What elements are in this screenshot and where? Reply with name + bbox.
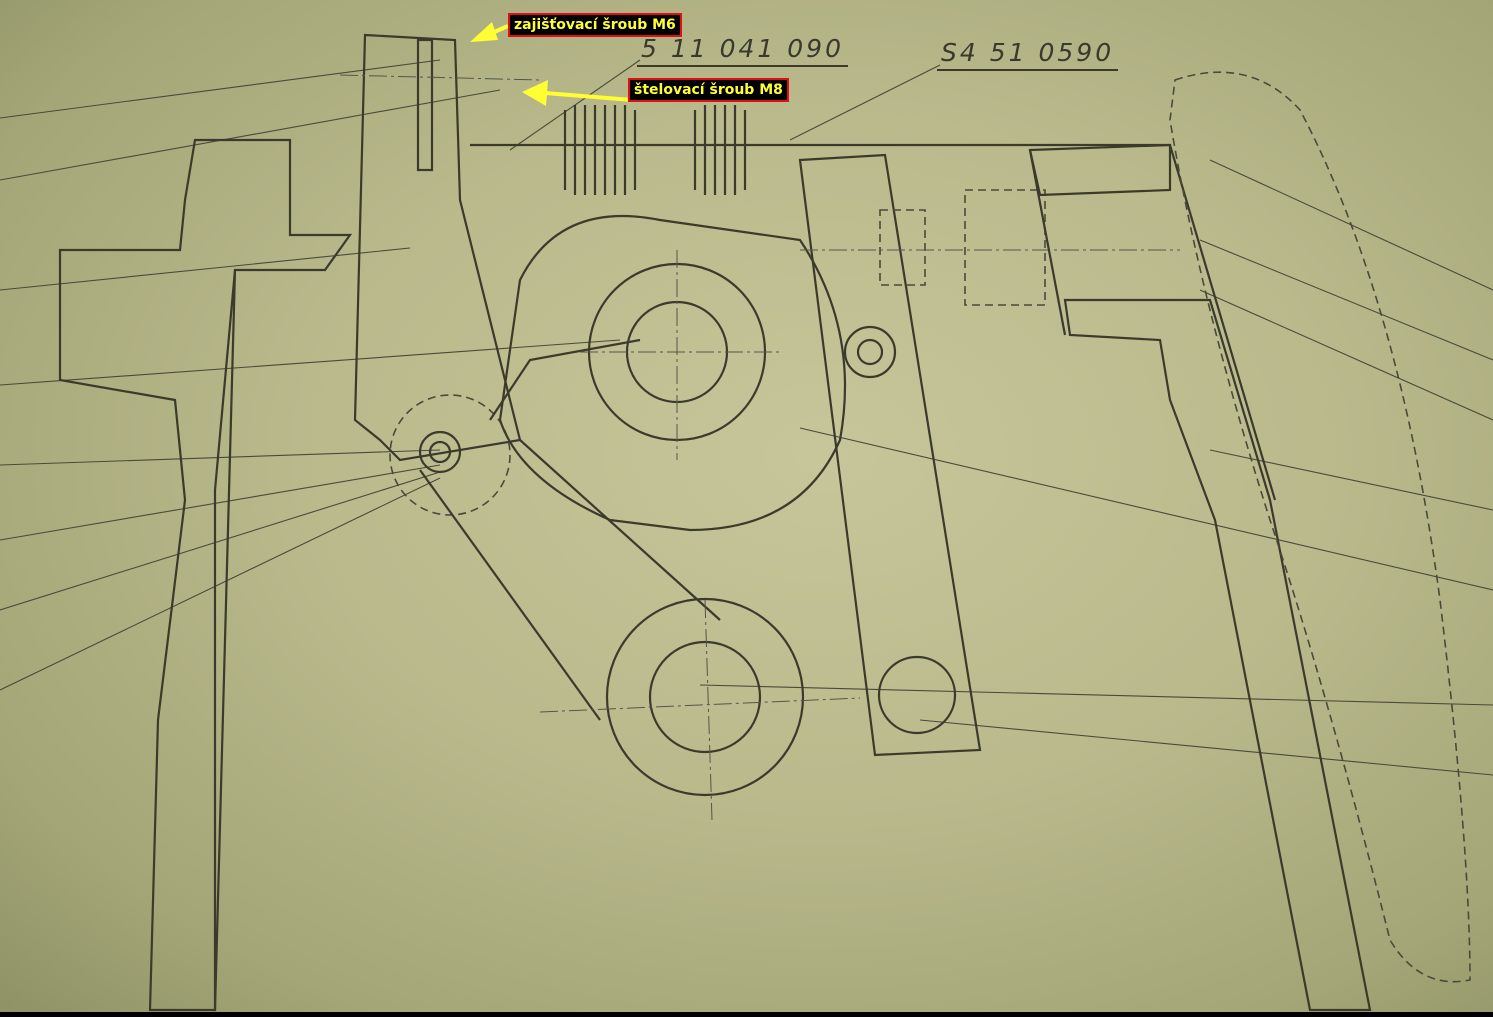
lower-shaft bbox=[648, 640, 762, 754]
right-block-top bbox=[1028, 143, 1172, 197]
annotation-arrows bbox=[470, 22, 633, 106]
cover-outline bbox=[1169, 71, 1471, 983]
lever-arm bbox=[353, 33, 522, 462]
left-frame-section bbox=[58, 138, 353, 1012]
pivot-pin bbox=[418, 430, 462, 474]
springs bbox=[470, 105, 870, 195]
label-adjusting-screw-m8: štelovací šroub M8 bbox=[628, 78, 789, 102]
part-number-1: 5 11 041 090 bbox=[637, 34, 848, 67]
connecting-bar bbox=[798, 153, 982, 757]
bar-pin bbox=[877, 655, 957, 735]
part-number-2: S4 51 0590 bbox=[937, 38, 1119, 71]
adjusting-screw bbox=[416, 38, 434, 172]
lower-shaft-hub bbox=[605, 597, 805, 797]
label-locking-screw-m6: zajišťovací šroub M6 bbox=[508, 13, 682, 37]
leader-lines bbox=[0, 59, 1493, 776]
cam-plate bbox=[498, 214, 847, 532]
right-frame-section bbox=[1063, 298, 1372, 1012]
